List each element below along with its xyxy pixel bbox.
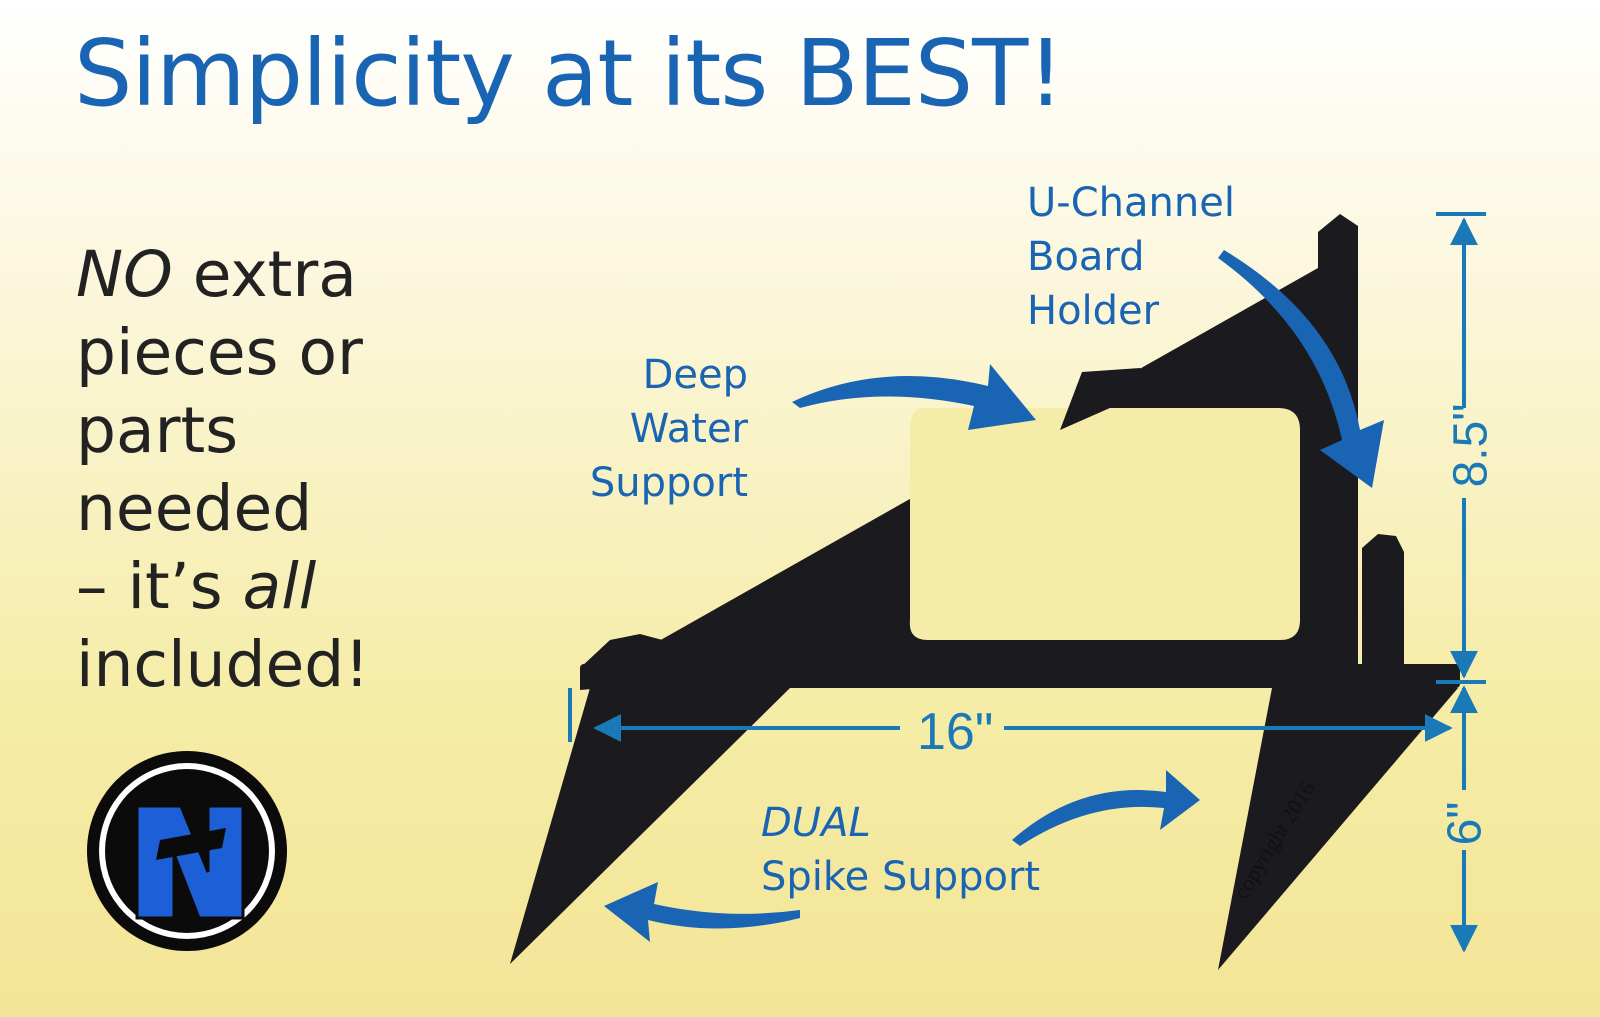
callout-u-channel-board-holder: U-Channel Board Holder — [1027, 176, 1235, 338]
feature-line-6: included! — [76, 628, 370, 701]
feature-line-2: pieces or — [76, 316, 363, 389]
sign-stake-product — [510, 214, 1460, 970]
callout-arrows — [604, 250, 1384, 942]
callout-uchannel-line-2: Board — [1027, 234, 1145, 280]
callout-deep-water-support: Deep Water Support — [590, 348, 748, 510]
callout-uchannel-line-3: Holder — [1027, 288, 1160, 334]
feature-line-3: parts — [76, 394, 239, 467]
headline: Simplicity at its BEST! — [74, 20, 1064, 127]
dimension-width-label: 16" — [917, 703, 994, 761]
callout-dual-line-1: DUAL — [761, 796, 1040, 850]
feature-line-5-pre: – it’s — [76, 550, 243, 623]
callout-dual-spike-support: DUAL Spike Support — [761, 796, 1040, 904]
dimension-lines — [568, 212, 1486, 953]
dimension-height-label: 8.5" — [1444, 403, 1498, 488]
feature-emphasis-all: all — [242, 550, 317, 623]
dimension-spike-label: 6" — [1438, 801, 1492, 846]
feature-line-5: – it’s all — [76, 548, 456, 626]
callout-dual-line-2: Spike Support — [761, 854, 1041, 900]
callout-uchannel-line-1: U-Channel — [1027, 180, 1235, 226]
callout-deep-line-1: Deep — [642, 352, 748, 398]
callout-dual-emphasis: DUAL — [761, 800, 871, 846]
feature-line-1-rest: extra — [172, 238, 357, 311]
feature-text: NO extra pieces or parts needed – it’s a… — [76, 236, 456, 704]
feature-line-1: NO extra — [76, 236, 456, 314]
feature-line-4: needed — [76, 472, 313, 545]
callout-deep-line-3: Support — [589, 460, 748, 506]
callout-deep-line-2: Water — [629, 406, 748, 452]
brand-logo — [87, 751, 287, 951]
feature-emphasis-no: NO — [76, 238, 173, 311]
